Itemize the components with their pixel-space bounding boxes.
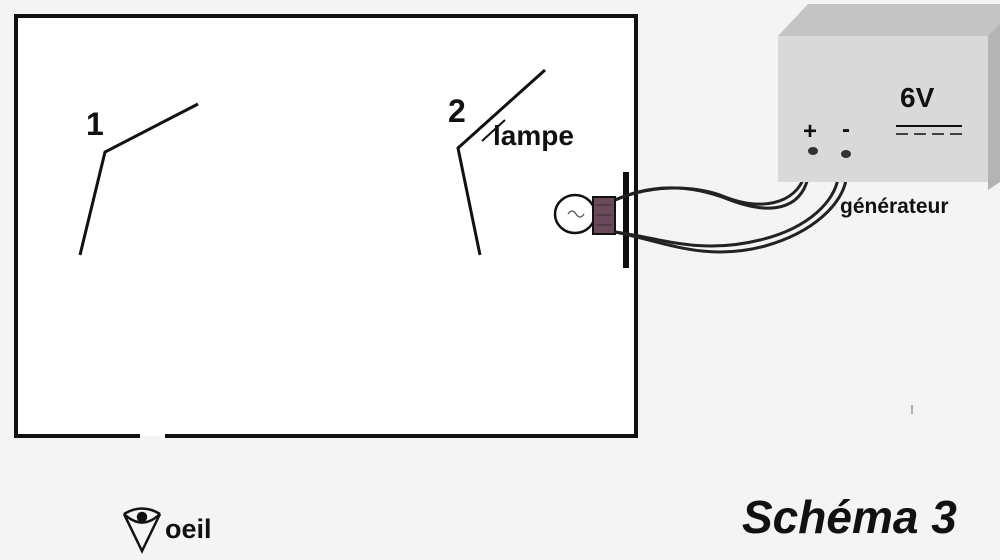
generator-box [778,4,1000,190]
mirror-2-label: 2 [448,93,466,129]
mirror-2 [456,68,547,256]
light-bulb-icon [553,172,629,268]
eye-label: oeil [165,514,212,544]
voltage-label: 6V [900,82,935,113]
dc-current-icon [896,125,962,135]
lamp-pointer [481,119,506,142]
box-interior [16,16,636,436]
wires [614,151,848,254]
lamp-label: lampe [493,120,574,151]
box-outline [14,14,638,438]
generator-label: générateur [840,195,949,218]
mirror-1-label: 1 [86,106,104,142]
mirror-1 [78,102,199,256]
eye-icon [122,507,162,554]
diagram-title: Schéma 3 [742,491,957,543]
plus-terminal-label: + [803,118,818,145]
generator-terminals [808,147,851,158]
minus-terminal-label: - [842,116,850,143]
